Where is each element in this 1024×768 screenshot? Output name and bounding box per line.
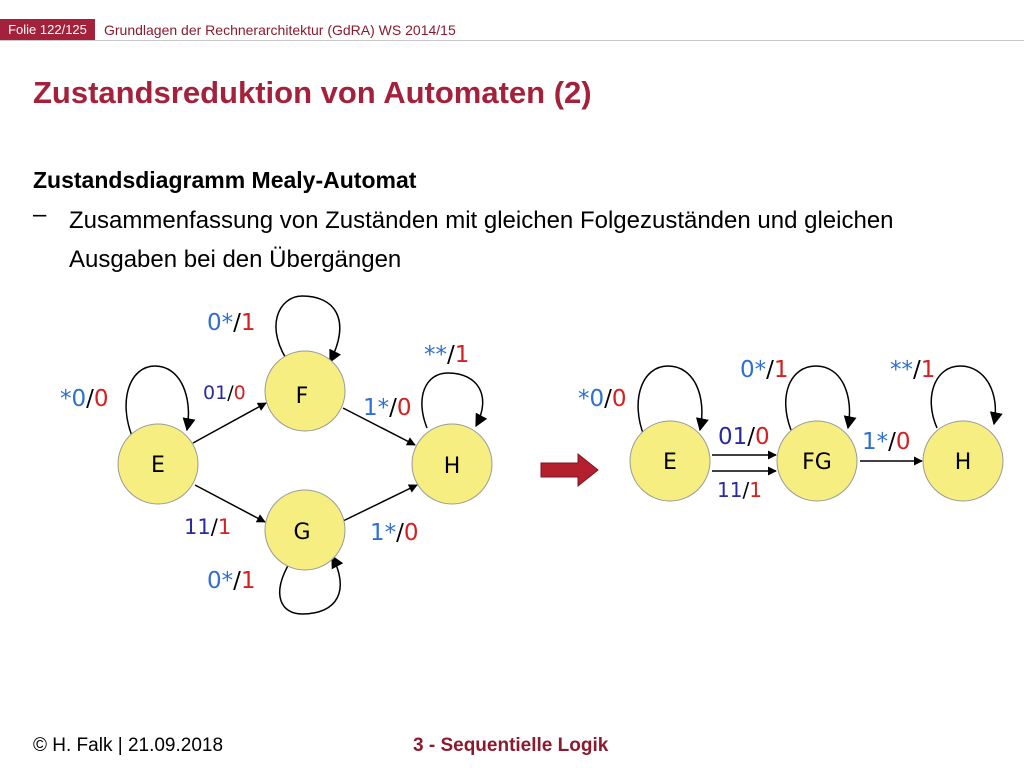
loop-h-right	[930, 365, 1003, 429]
label-e-loop-right: *0/0	[578, 386, 627, 412]
state-h	[411, 423, 493, 505]
loop-g	[279, 554, 344, 615]
state-fg	[776, 420, 858, 502]
state-g	[264, 489, 346, 571]
slide-number-badge: Folie 122/125	[0, 19, 95, 41]
label-e-f: 01/0	[203, 382, 246, 404]
state-f	[264, 350, 346, 432]
label-g-loop: 0*/1	[207, 568, 256, 594]
label-fg-loop: 0*/1	[740, 357, 789, 383]
label-h-loop: **/1	[424, 342, 469, 368]
edge-f-h	[342, 407, 416, 446]
section-subtitle: Zustandsdiagramm Mealy-Automat	[33, 167, 417, 193]
state-e-right-label: E	[663, 450, 677, 475]
state-h-right	[922, 420, 1004, 502]
slide-title: Zustandsreduktion von Automaten (2)	[33, 75, 592, 110]
footer-author-date: © H. Falk | 21.09.2018	[33, 735, 224, 756]
footer-chapter: 3 - Sequentielle Logik	[413, 735, 609, 756]
label-f-h: 1*/0	[363, 395, 412, 421]
loop-h	[421, 372, 488, 429]
left-diagram: E F G H 0*/1 **/1 *0/0 01/0 1*/0 11/1 1*…	[60, 295, 493, 615]
state-g-label: G	[293, 520, 310, 545]
loop-fg	[785, 365, 857, 431]
loop-f	[275, 295, 342, 367]
state-e-right	[629, 420, 711, 502]
label-h-loop-right: **/1	[890, 357, 935, 383]
label-e-fg-11: 11/1	[717, 478, 762, 502]
loop-e-right	[637, 365, 709, 437]
label-e-g: 11/1	[184, 515, 231, 539]
label-fg-h: 1*/0	[862, 429, 911, 455]
bullet-dash: –	[33, 201, 47, 228]
label-e-loop: *0/0	[60, 386, 109, 412]
state-e	[117, 423, 199, 505]
state-e-label: E	[151, 453, 165, 478]
state-h-label: H	[444, 454, 461, 479]
edge-e-f	[192, 402, 267, 444]
edge-e-g	[194, 484, 266, 523]
edge-g-h	[342, 484, 418, 522]
state-fg-label: FG	[802, 450, 832, 475]
header-divider	[0, 40, 1024, 41]
state-h-right-label: H	[955, 450, 972, 475]
label-g-h: 1*/0	[370, 520, 419, 546]
state-f-label: F	[296, 384, 309, 409]
label-f-loop: 0*/1	[207, 310, 256, 336]
loop-e	[125, 365, 196, 437]
right-diagram: E FG H *0/0 0*/1 **/1 01/0 11/1 1*/0	[578, 357, 1004, 502]
label-e-fg-01: 01/0	[718, 424, 770, 450]
bullet-text: Zusammenfassung von Zuständen mit gleich…	[69, 207, 894, 273]
course-title: Grundlagen der Rechnerarchitektur (GdRA)…	[104, 22, 456, 38]
transform-arrow-icon	[540, 452, 599, 488]
